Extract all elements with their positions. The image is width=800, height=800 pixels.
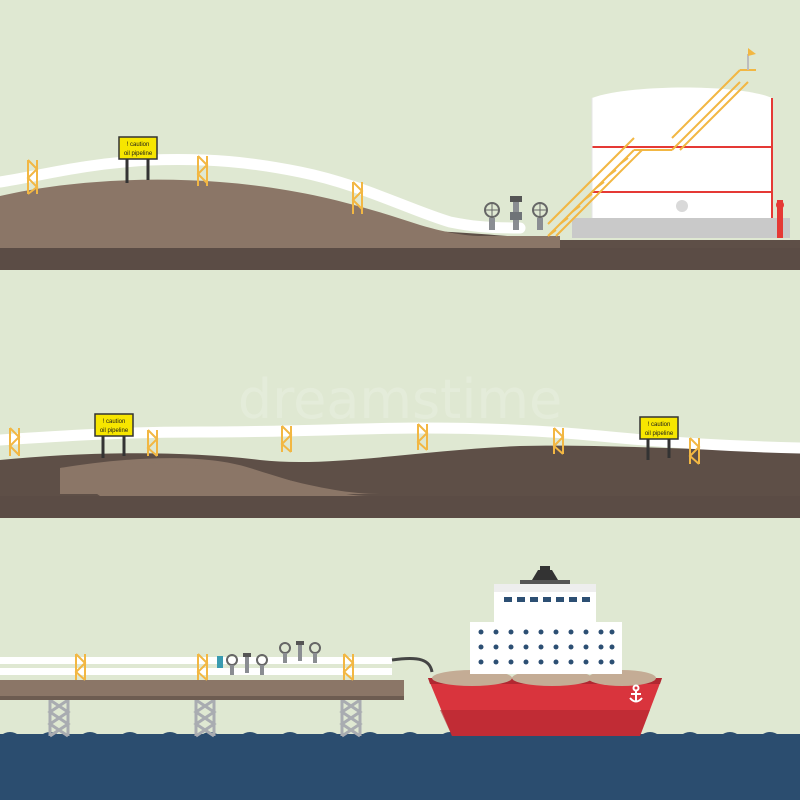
panel-pipeline-hills: ! caution oil pipeline ! caution oil pip… <box>0 413 800 518</box>
ladder-icon <box>547 69 756 237</box>
pipe-supports-1 <box>26 155 364 214</box>
svg-text:oil pipeline: oil pipeline <box>645 431 674 437</box>
panel-storage-tank: ! caution oil pipeline <box>0 48 800 270</box>
valve-group-3 <box>217 641 321 675</box>
jetty-pipe <box>0 657 392 664</box>
soil-hill <box>0 179 560 248</box>
svg-text:! caution: ! caution <box>103 419 126 425</box>
valve-body-icon <box>243 653 251 673</box>
sea-waves <box>0 732 800 744</box>
cabin-portholes <box>478 629 615 665</box>
valve-wheel-icon <box>484 202 500 230</box>
loading-arm <box>391 657 434 673</box>
storage-tank <box>547 48 790 238</box>
valve-body-icon <box>296 641 304 661</box>
anchor-icon <box>629 684 643 703</box>
panel-jetty-tanker <box>0 566 800 800</box>
funnel-icon <box>532 570 558 580</box>
svg-text:oil pipeline: oil pipeline <box>124 151 153 157</box>
tank-hatch <box>676 200 688 212</box>
tank-base <box>572 218 790 238</box>
ground-strip <box>0 496 800 518</box>
caution-sign: ! caution oil pipeline <box>118 136 158 183</box>
caution-sign: ! caution oil pipeline <box>94 413 134 458</box>
jetty-deck <box>0 680 404 700</box>
vent-flag-icon <box>748 48 756 56</box>
tanker-ship <box>428 566 662 736</box>
ground-strip <box>0 248 800 270</box>
valve-wheel-icon <box>226 654 238 675</box>
jetty-pipe <box>0 668 392 675</box>
soil-hill-mid <box>60 463 380 494</box>
svg-text:! caution: ! caution <box>648 422 671 428</box>
jetty-legs <box>47 698 363 738</box>
pipe-supports-3 <box>74 653 355 681</box>
svg-text:! caution: ! caution <box>127 142 150 148</box>
valve-body-icon <box>510 196 522 230</box>
caution-sign: ! caution oil pipeline <box>639 416 679 460</box>
valve-wheel-icon <box>256 654 268 675</box>
valve-group-1 <box>484 196 548 230</box>
pipe-supports-2 <box>8 423 701 465</box>
pipeline-1 <box>0 154 526 234</box>
valve-wheel-icon <box>279 642 291 663</box>
sea <box>0 734 800 800</box>
valve-wheel-icon <box>532 202 548 230</box>
valve-wheel-icon <box>309 642 321 663</box>
bridge-windows <box>504 597 590 602</box>
gauge-icon <box>217 656 223 668</box>
svg-text:oil pipeline: oil pipeline <box>100 428 129 434</box>
watermark: dreamstime <box>238 368 562 431</box>
